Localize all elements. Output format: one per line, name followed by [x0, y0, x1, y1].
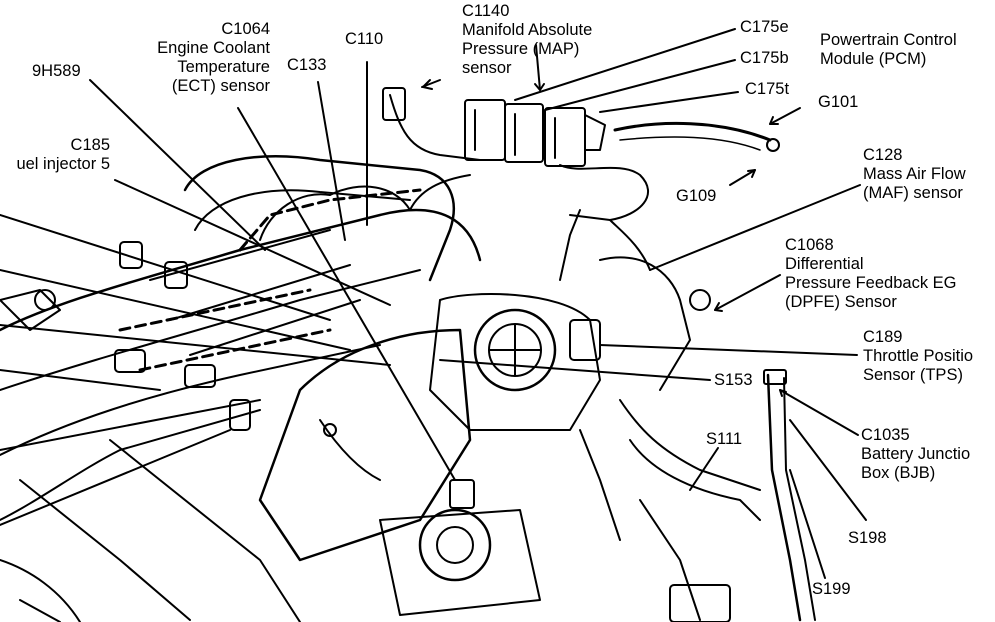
label-line: C185 [70, 136, 110, 154]
label-line: C1035 [861, 426, 910, 444]
label-line: Module (PCM) [820, 50, 927, 68]
label-line: C175e [740, 18, 789, 36]
label-c189-tps: C189 Throttle Positio Sensor (TPS) [863, 328, 973, 385]
label-line: Box (BJB) [861, 464, 936, 482]
label-line: G109 [676, 187, 717, 205]
label-line: Engine Coolant [157, 39, 270, 57]
label-c185-fuel-injector: C185 uel injector 5 [0, 136, 110, 174]
label-c175e: C175e [740, 18, 789, 37]
label-line: Mass Air Flow [863, 165, 966, 183]
label-line: Temperature [177, 58, 270, 76]
label-c110: C110 [345, 30, 383, 49]
label-line: sensor [462, 59, 512, 77]
label-line: (DPFE) Sensor [785, 293, 897, 311]
label-line: (ECT) sensor [171, 77, 270, 95]
label-line: S199 [812, 580, 851, 598]
label-line: S111 [706, 430, 743, 448]
label-line: Pressure (MAP) [462, 40, 580, 58]
label-line: Differential [785, 255, 864, 273]
label-g109: G109 [676, 187, 716, 206]
label-line: Manifold Absolute [462, 21, 593, 39]
label-line: C175b [740, 49, 789, 67]
label-line: C133 [287, 56, 327, 74]
label-line: C189 [863, 328, 903, 346]
label-line: S198 [848, 529, 887, 547]
label-line: Sensor (TPS) [863, 366, 963, 384]
label-line: Throttle Positio [863, 347, 974, 365]
label-line: C110 [345, 30, 384, 48]
label-line: C128 [863, 146, 903, 164]
label-line: G101 [818, 93, 859, 111]
label-c175t: C175t [745, 80, 789, 99]
label-s153: S153 [714, 371, 753, 390]
label-c175b: C175b [740, 49, 789, 68]
label-line: S153 [714, 371, 753, 389]
label-line: C175t [745, 80, 790, 98]
label-line: Powertrain Control [820, 31, 957, 49]
label-line: uel injector 5 [16, 155, 110, 173]
label-c1140-map-sensor: C1140 Manifold Absolute Pressure (MAP) s… [462, 2, 592, 78]
label-c128-maf-sensor: C128 Mass Air Flow (MAF) sensor [863, 146, 966, 203]
label-c1068-dpfe-sensor: C1068 Differential Pressure Feedback EG … [785, 236, 957, 312]
label-s198: S198 [848, 529, 887, 548]
label-line: C1068 [785, 236, 834, 254]
label-line: C1064 [221, 20, 270, 38]
label-pcm: Powertrain Control Module (PCM) [820, 31, 957, 69]
label-line: 9H589 [32, 62, 81, 80]
label-c1035-bjb: C1035 Battery Junctio Box (BJB) [861, 426, 970, 483]
label-s199: S199 [812, 580, 851, 599]
label-c133: C133 [287, 56, 326, 75]
label-line: Battery Junctio [861, 445, 971, 463]
label-g101: G101 [818, 93, 858, 112]
label-line: C1140 [462, 2, 510, 20]
label-s111: S111 [706, 430, 742, 449]
label-line: Pressure Feedback EG [785, 274, 957, 292]
label-line: (MAF) sensor [863, 184, 963, 202]
label-c1064-ect-sensor: C1064 Engine Coolant Temperature (ECT) s… [120, 20, 270, 96]
label-9h589: 9H589 [32, 62, 81, 81]
